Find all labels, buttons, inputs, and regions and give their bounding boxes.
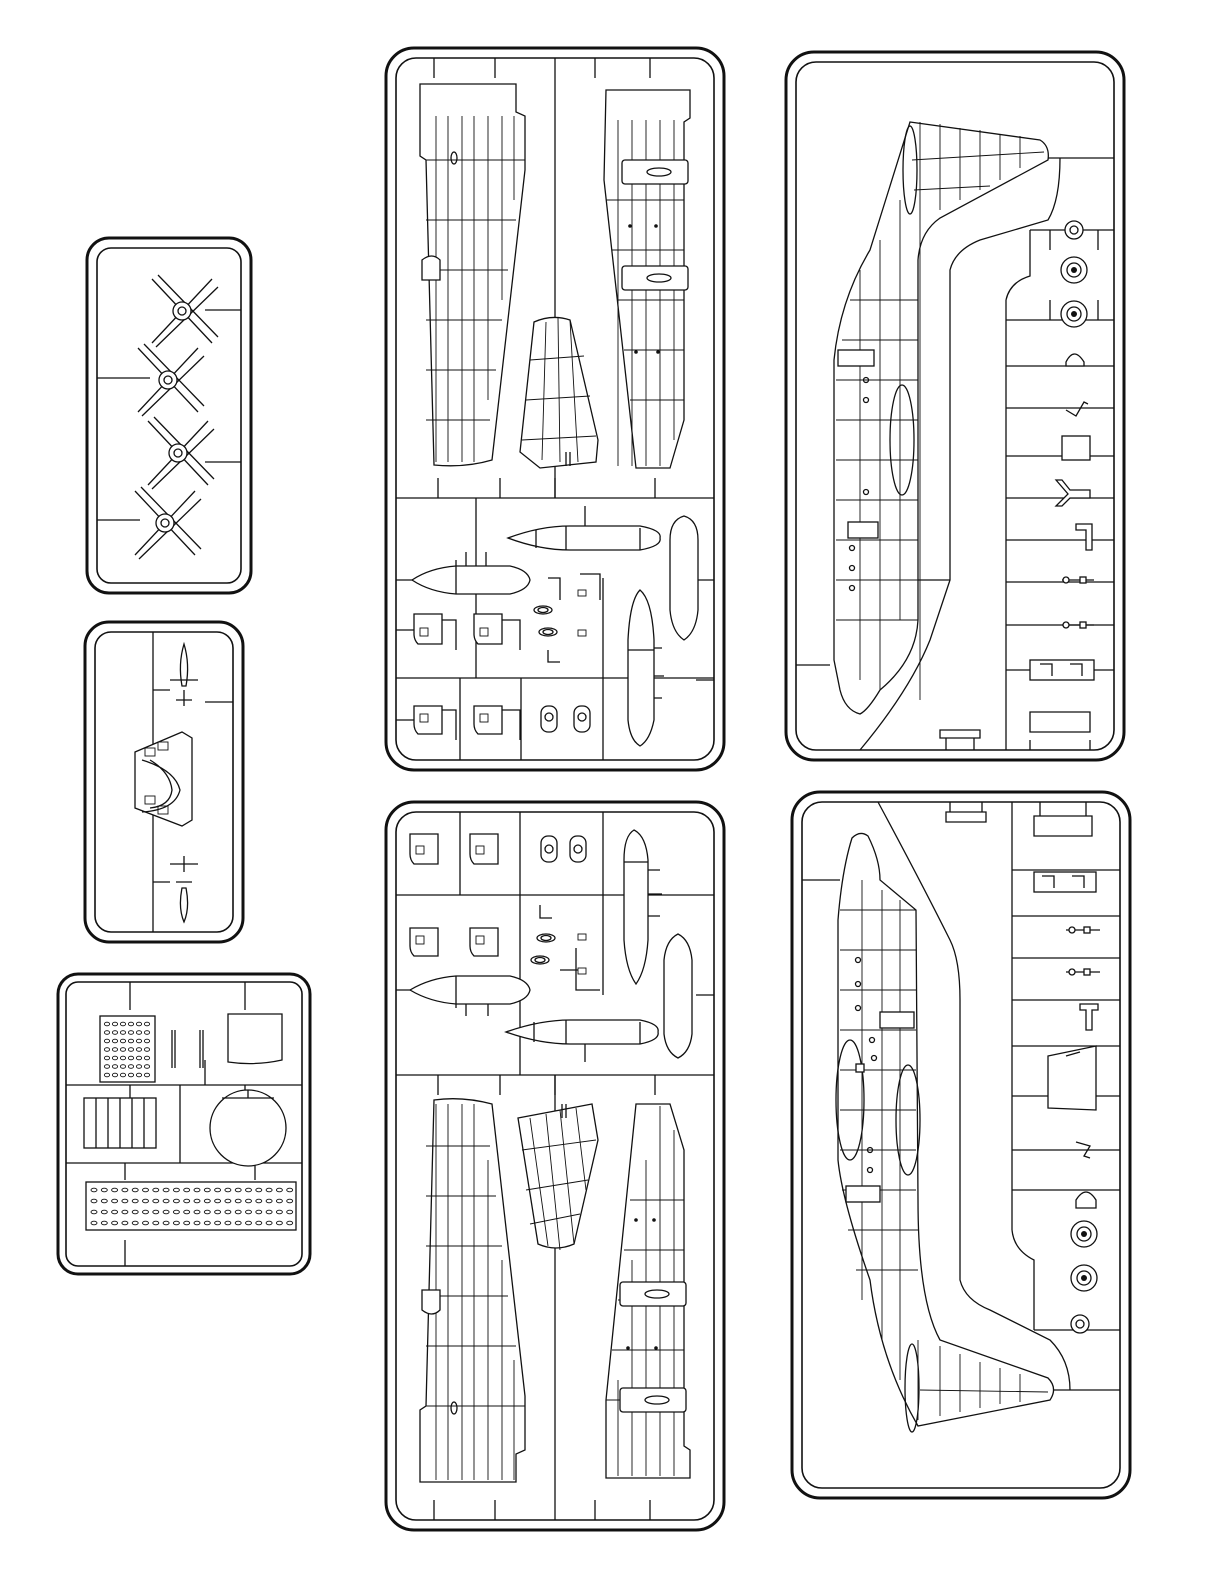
- tail-fin-lower: [518, 1104, 598, 1250]
- small-parts-upper: [534, 574, 600, 732]
- cockpit-canopy: [135, 732, 192, 826]
- right-wing-lower: [606, 1104, 690, 1478]
- gear-bracket-right: [1080, 1004, 1098, 1030]
- sprue-fuselage-right: [792, 792, 1130, 1498]
- drop-tank-3: [670, 516, 698, 640]
- propeller-2: [138, 344, 204, 416]
- right-wing-upper: [604, 90, 690, 468]
- drop-tank-2: [412, 552, 530, 594]
- drop-tank-6: [664, 934, 692, 1058]
- engine-cowls-upper: [396, 614, 520, 740]
- drop-tank-5: [624, 830, 662, 984]
- seat-rack: [86, 1182, 296, 1230]
- bulkhead-plate: [228, 1014, 282, 1064]
- tailwheel-bracket: [1030, 712, 1090, 732]
- bottom-tab-left: [940, 730, 980, 738]
- sprue-canopy-clear: [85, 622, 243, 942]
- fuselage-half-right: [836, 833, 1054, 1432]
- square-plate: [1062, 436, 1090, 460]
- sprue-fuselage-left: [786, 52, 1124, 760]
- drop-tank-8: [506, 1020, 658, 1062]
- sprue-propellers: [87, 238, 251, 593]
- round-bulkhead: [210, 1090, 286, 1166]
- small-parts-lower: [531, 836, 600, 990]
- drop-tank-1: [508, 506, 660, 550]
- wheel-1: [1065, 221, 1083, 239]
- left-wing-upper: [420, 84, 525, 466]
- nose-cone-top: [170, 644, 198, 706]
- instrument-panel: [100, 1016, 155, 1082]
- tailwheel-bracket-right: [1034, 816, 1092, 836]
- control-rod-1: [172, 1030, 175, 1068]
- gear-strut-bent: [1066, 402, 1088, 416]
- landing-light: [1066, 354, 1084, 366]
- cargo-door: [1048, 1046, 1096, 1110]
- drop-tank-4: [628, 590, 664, 746]
- tail-fin-upper: [520, 317, 598, 468]
- floor-panel: [84, 1098, 156, 1148]
- propeller-4: [135, 487, 201, 559]
- control-rod-2: [200, 1030, 203, 1068]
- drop-tank-7: [410, 976, 530, 1016]
- sprue-cockpit-detail: [58, 974, 310, 1274]
- wheel-3: [1061, 301, 1087, 327]
- sprue-wings-upper: [386, 48, 724, 770]
- gear-door-set-right: [1034, 872, 1096, 892]
- landing-light-right: [1076, 1192, 1096, 1208]
- nose-cone-bottom: [170, 856, 198, 922]
- sprue-wings-lower: [386, 802, 724, 1530]
- gear-bracket: [1076, 524, 1092, 550]
- main-gear-leg: [1056, 480, 1090, 506]
- propeller-3: [148, 417, 214, 489]
- wheel-4: [1071, 1221, 1097, 1247]
- gear-door-set: [1030, 660, 1094, 680]
- left-wing-lower: [420, 1099, 525, 1482]
- top-tab-right: [946, 812, 986, 822]
- wheel-2: [1061, 257, 1087, 283]
- wheel-6: [1071, 1315, 1089, 1333]
- wheel-5: [1071, 1265, 1097, 1291]
- propeller-1: [152, 275, 218, 347]
